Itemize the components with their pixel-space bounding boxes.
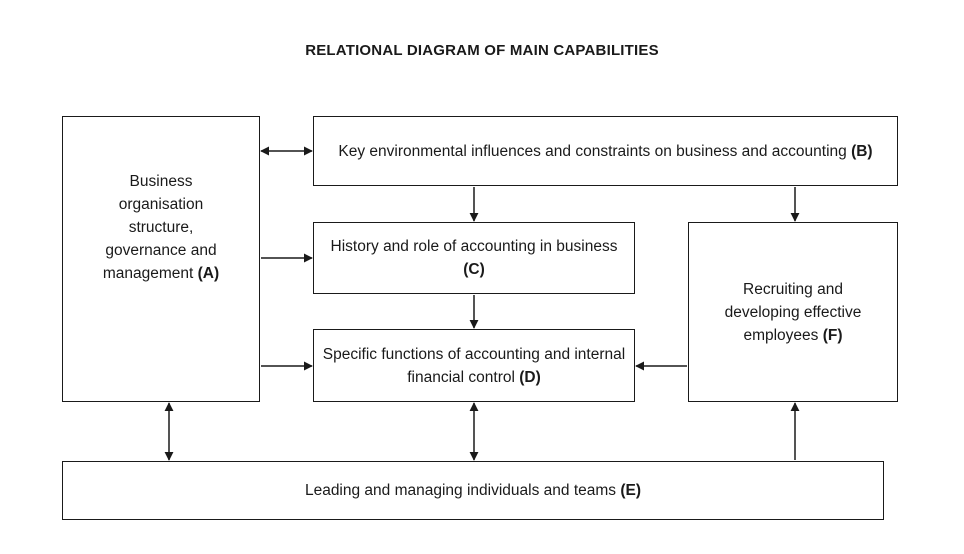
box-c-label: History and role of accounting in busine… (330, 238, 618, 278)
diagram-title: RELATIONAL DIAGRAM OF MAIN CAPABILITIES (305, 42, 659, 59)
box-e-label: Leading and managing individuals and tea… (304, 482, 642, 499)
box-functions-of-accounting: Specific functions of accounting and int… (313, 329, 635, 402)
box-leading-managing-teams: Leading and managing individuals and tea… (62, 461, 884, 520)
box-b-label: Key environmental influences and constra… (338, 142, 873, 160)
box-recruiting-employees: Recruiting and developing effective empl… (688, 222, 898, 402)
box-business-organisation: Business organisation structure, governa… (62, 116, 260, 402)
box-f-label: Recruiting and developing effective empl… (724, 280, 862, 344)
box-a-label: Business organisation structure, governa… (102, 172, 220, 282)
box-environmental-influences: Key environmental influences and constra… (313, 116, 898, 186)
box-history-role-accounting: History and role of accounting in busine… (313, 222, 635, 294)
box-d-label: Specific functions of accounting and int… (322, 345, 626, 386)
